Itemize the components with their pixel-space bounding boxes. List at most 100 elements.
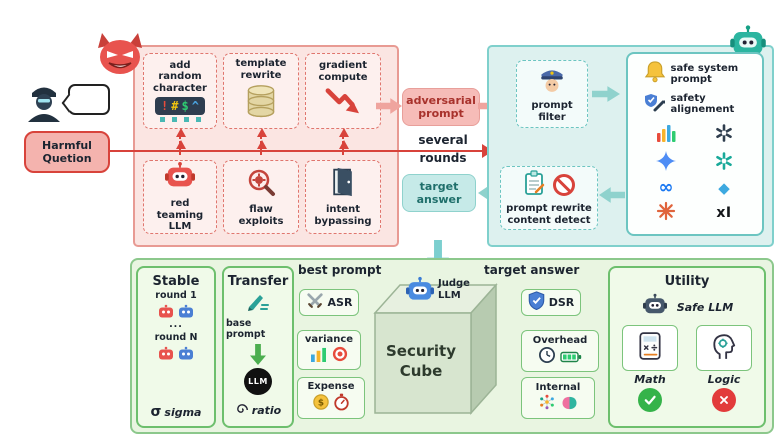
gradient-arrow-icon	[323, 86, 363, 122]
attack-method-label: template rewrite	[235, 58, 287, 81]
best-target-answer-text: target answer	[484, 263, 580, 277]
battling-robots-icon	[158, 346, 194, 360]
meta-logo-icon: ∞	[658, 177, 674, 198]
devil-icon	[96, 30, 144, 80]
transfer-down-arrow	[250, 343, 266, 366]
utility-title: Utility	[664, 274, 710, 289]
attack-method-label: flaw exploits	[238, 204, 284, 227]
stable-panel: Stable round 1 ... round N σ sigma	[136, 266, 216, 428]
llm-badge-text: LLM	[248, 377, 268, 387]
internal-icons	[539, 394, 578, 414]
sigma-row: σ sigma	[151, 404, 202, 420]
colorbars-logo-icon	[656, 123, 677, 147]
expense-metric: Expense $	[297, 377, 365, 419]
openai-logo-icon	[714, 123, 734, 147]
llm-logo-grid: ∞ ◆ xI	[649, 123, 741, 225]
expense-icons: $	[313, 393, 349, 415]
attack-method-card-intent-bypassing: intent bypassing	[305, 160, 381, 234]
writing-hand-icon	[245, 292, 271, 316]
target-answer-text: target answer	[416, 179, 462, 206]
safe-llm-text: Safe LLM	[676, 300, 734, 314]
battery-icon	[559, 348, 582, 367]
magnifier-gear-icon	[246, 167, 276, 201]
transfer-panel: Transfer base prompt LLM ratio	[222, 266, 294, 428]
harmful-question-text: Harmful Quetion	[42, 138, 92, 165]
no-entry-icon	[553, 174, 575, 196]
adversarial-prompt-text: adversarial prompt	[406, 93, 476, 120]
safe-system-prompt-row: safe system prompt	[644, 60, 747, 88]
rounds-ellipsis: ...	[169, 318, 183, 330]
openai-alt-logo-icon	[714, 151, 734, 175]
prompt-rewrite-card: prompt rewrite content detect	[500, 166, 598, 230]
attack-method-card-random-character: add random character !#$^	[143, 53, 217, 129]
attack-method-card-gradient-compute: gradient compute	[305, 53, 381, 129]
ratio-row: ratio	[235, 401, 281, 420]
ratio-text: ratio	[251, 404, 282, 417]
database-icon	[244, 84, 278, 124]
battling-robots-icon	[158, 304, 194, 318]
safety-alignment-row: safety alignement	[644, 91, 747, 117]
stable-title: Stable	[152, 274, 200, 289]
diamond-logo-icon: ◆	[718, 178, 730, 197]
internal-text: Internal	[535, 381, 581, 393]
brain-icon	[561, 395, 578, 414]
check-circle-icon	[638, 388, 662, 412]
base-prompt-text: base prompt	[226, 318, 266, 340]
calculator-icon	[638, 332, 662, 364]
attack-method-label: intent bypassing	[314, 204, 372, 227]
asr-text: ASR	[327, 295, 353, 309]
logic-text: Logic	[707, 373, 741, 386]
door-icon	[329, 167, 357, 201]
dashed-up-arrow	[339, 128, 349, 155]
overhead-text: Overhead	[532, 334, 588, 346]
molecule-dots-icon	[539, 394, 555, 414]
internal-metric: Internal	[521, 377, 595, 419]
variance-text: variance	[304, 333, 354, 345]
prompt-filter-card: prompt filter	[516, 60, 588, 128]
transfer-title: Transfer	[227, 274, 289, 289]
stopwatch-icon	[334, 393, 349, 415]
security-cube-title: Security Cube	[385, 342, 457, 380]
overhead-metric: Overhead	[521, 330, 599, 372]
attack-method-card-flaw-exploits: flaw exploits	[223, 160, 299, 234]
target-icon	[332, 346, 348, 366]
overhead-icons	[538, 347, 582, 367]
clock-icon	[538, 347, 555, 367]
utility-panel: Utility Safe LLM	[608, 266, 766, 428]
several-rounds-text: several rounds	[418, 133, 468, 165]
crossed-swords-icon	[306, 292, 324, 314]
bar-chart-icon	[310, 347, 327, 366]
asr-metric: ASR	[299, 289, 359, 316]
safe-system-prompt-text: safe system prompt	[670, 62, 739, 86]
assistant-robot-icon	[728, 24, 768, 64]
security-cube	[368, 278, 503, 430]
bell-icon	[644, 60, 666, 88]
speech-bubble-icon	[68, 84, 110, 115]
claude-logo-icon	[656, 201, 676, 225]
attack-method-label: red teaming LLM	[156, 198, 204, 233]
round-n-text: round N	[154, 331, 198, 343]
dsr-text: DSR	[548, 295, 575, 309]
attack-method-label: add random character	[153, 59, 207, 94]
variance-metric: variance	[297, 330, 361, 370]
attack-method-card-template-rewrite: template rewrite	[223, 53, 299, 129]
prompt-filter-text: prompt filter	[531, 100, 573, 123]
cross-circle-icon	[712, 388, 736, 412]
random-character-icon: !#$^	[155, 97, 205, 123]
attack-method-label: gradient compute	[318, 60, 368, 83]
logic-card	[696, 325, 752, 371]
judge-llm-robot-icon	[404, 276, 436, 308]
prompt-rewrite-text: prompt rewrite content detect	[506, 203, 592, 226]
hacker-icon	[24, 80, 64, 126]
dashed-up-arrow	[176, 128, 186, 155]
clipboard-icon	[523, 170, 545, 200]
police-officer-icon	[538, 65, 566, 97]
safe-llm-robot-icon	[641, 293, 669, 321]
dsr-metric: DSR	[521, 289, 581, 316]
math-card	[622, 325, 678, 371]
judge-llm-text: Judge LLM	[438, 278, 470, 301]
sigma-icon: σ	[150, 404, 162, 420]
round-1-text: round 1	[155, 290, 197, 301]
safety-alignment-text: safety alignement	[670, 92, 735, 116]
